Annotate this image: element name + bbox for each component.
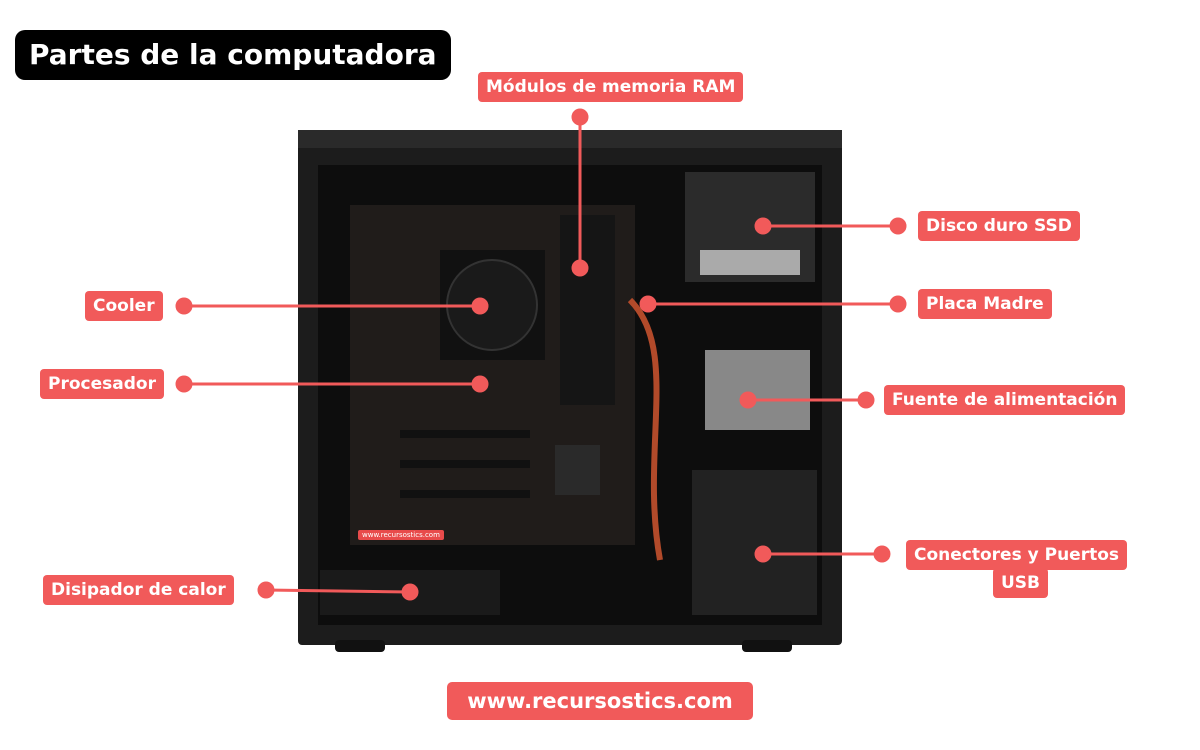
label-motherboard: Placa Madre — [918, 289, 1052, 319]
label-psu: Fuente de alimentación — [884, 385, 1126, 415]
footer-url[interactable]: www.recursostics.com — [447, 682, 753, 720]
label-heatsink: Disipador de calor — [43, 575, 234, 605]
pointer-lines — [175, 108, 907, 601]
page-title: Partes de la computadora — [15, 30, 451, 80]
label-cooler: Cooler — [85, 291, 163, 321]
label-ports-usb: USB — [993, 568, 1049, 598]
drive-cage — [705, 350, 810, 430]
watermark-sticker: www.recursostics.com — [358, 530, 444, 540]
label-ports: Conectores y Puertos — [906, 540, 1128, 570]
ram-slots — [560, 215, 615, 405]
psu-box — [692, 470, 817, 615]
label-ram: Módulos de memoria RAM — [478, 72, 744, 102]
label-cpu: Procesador — [40, 369, 164, 399]
label-ssd: Disco duro SSD — [918, 211, 1080, 241]
